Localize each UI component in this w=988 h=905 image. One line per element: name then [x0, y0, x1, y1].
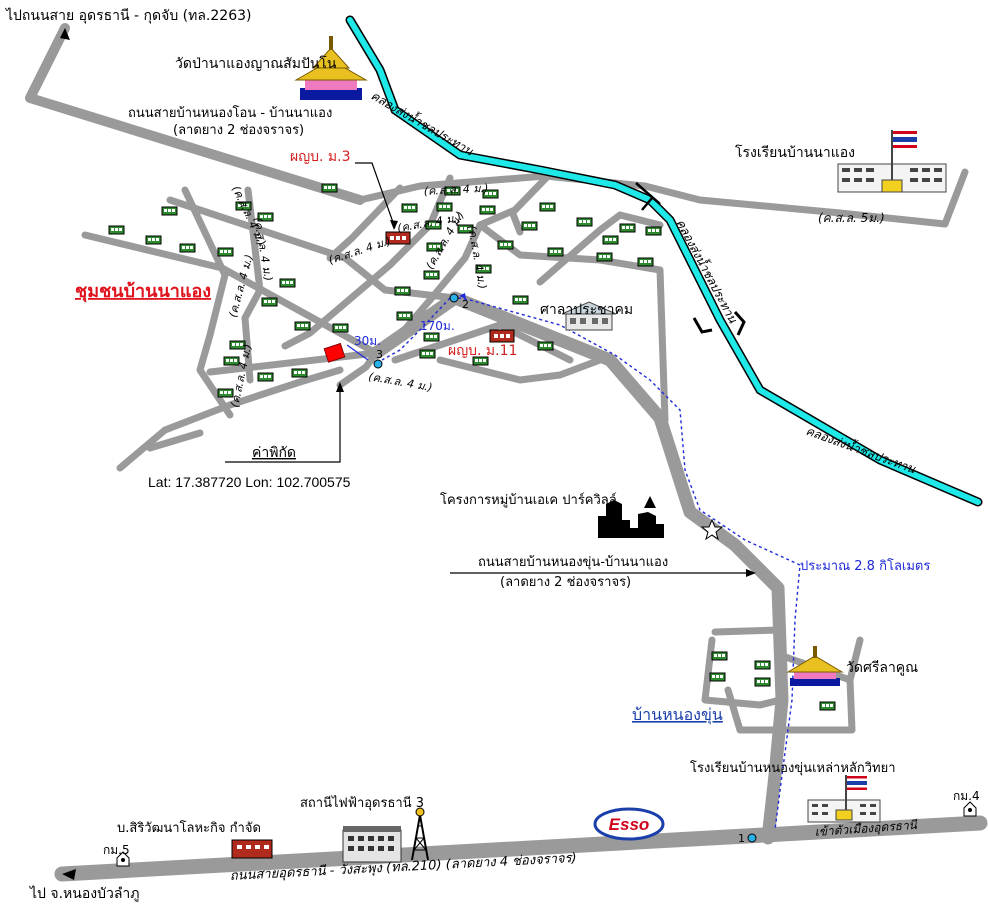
thai-flag-icon: [847, 776, 867, 790]
arrowhead: [62, 869, 76, 880]
substation-building-icon: [342, 826, 402, 863]
road-nongkhun-sub-label: (ลาดยาง 2 ช่องจราจร): [500, 575, 631, 590]
pointer-lines: [225, 162, 752, 574]
arrowhead: [60, 28, 70, 40]
distance-170m-label: 170ม.: [420, 319, 455, 333]
city-skyline-icon: [598, 496, 664, 538]
nongkhun-label: บ้านหนองขุ่น: [632, 705, 723, 725]
point-marker-2: 2: [449, 293, 469, 311]
soi-5m-label: (ค.ส.ล. 5ม.): [818, 211, 885, 225]
community-hall-icon: [561, 301, 617, 331]
road-nongon-label: ถนนสายบ้านหนองโอน - บ้านนาแอง: [128, 105, 332, 121]
km-post-icon: [963, 801, 977, 817]
school-icon: [807, 775, 881, 823]
road-nongkhun-label: ถนนสายบ้านหนองขุ่น-บ้านนาแอง: [478, 555, 668, 570]
km4-label: กม.4: [953, 789, 980, 803]
esso-logo-text: Esso: [609, 815, 650, 834]
distance-arrow: [346, 344, 369, 361]
km-post-icon: [116, 851, 130, 867]
transmission-tower-icon: [411, 807, 429, 861]
company-label: บ.สิริวัฒนาโลหะกิจ กำจัด: [117, 820, 261, 836]
soi-label: (ค.ส.ล. 4 ม.): [423, 182, 488, 198]
esso-logo: Esso: [593, 807, 665, 841]
school-nongkhun-label: โรงเรียนบ้านหนองขุ่นเหล่าหลักวิทยา: [690, 760, 896, 776]
school-icon: [837, 130, 947, 193]
star-marker-icon: [700, 518, 724, 541]
marker-3-label: 3: [376, 348, 383, 361]
headman-m3-label: ผญบ. ม.3: [290, 149, 351, 165]
canal-label: คลองส่งน้ำชลประทาน: [673, 216, 742, 326]
community-label: ชุมชนบ้านนาแอง: [75, 281, 211, 303]
arrowhead: [746, 569, 756, 577]
road-nongon-sub-label: (ลาดยาง 2 ช่องจราจร): [173, 123, 304, 138]
temple-nayang-label: วัดป่านาแองญาณสัมปันโน: [175, 55, 337, 72]
coord-text: Lat: 17.387720 Lon: 102.700575: [148, 474, 351, 490]
arrowhead: [336, 382, 344, 392]
marker-2-label: 2: [462, 298, 469, 311]
ek-project-label: โครงการหมู่บ้านเอเค ปาร์ควิลล์: [440, 492, 617, 508]
coord-title: ค่าพิกัด: [252, 445, 296, 461]
thai-flag-icon: [893, 131, 917, 148]
km5-label: กม.5: [103, 843, 130, 857]
target-location-marker: [323, 342, 346, 363]
headman-m11-house-icon: [489, 329, 515, 343]
canal-label: คลองส่งน้ำชลประทาน: [804, 422, 919, 477]
headman-m11-label: ผญบ. ม.11: [448, 343, 517, 359]
marker-1-label: 1: [738, 832, 745, 845]
temple-icon: [294, 36, 368, 100]
bottom-destination-label: ไป จ.หนองบัวลำภู: [29, 885, 140, 902]
distance-30m-label: 30ม.: [354, 334, 381, 348]
point-marker-3: 3: [373, 348, 383, 369]
map-labels: ไปถนนสาย อุดรธานี - กุดจับ (ทล.2263) วัด…: [5, 7, 980, 902]
soi-label: (ค.ส.ล. 4 ม.): [367, 370, 433, 394]
point-marker-1: 1: [738, 832, 757, 845]
substation-label: สถานีไฟฟ้าอุดรธานี 3: [300, 795, 424, 811]
headman-m3-house-icon: [385, 231, 411, 245]
hall-label: ศาลาประชาคม: [540, 302, 633, 318]
canal-label: คลองส่งน้ำชลประทาน: [369, 87, 478, 159]
school-naeng-label: โรงเรียนบ้านนาแอง: [735, 144, 855, 161]
temple-icon: [786, 646, 844, 686]
irrigation-canal: [345, 15, 983, 507]
arrowhead: [390, 220, 398, 230]
temple-srila-label: วัดศรีลาคูณ: [846, 660, 918, 676]
factory-icon: [231, 839, 273, 859]
soi-label: (ค.ส.ล. 4 ม.): [327, 235, 392, 267]
distance-label: ประมาณ 2.8 กิโลเมตร: [800, 558, 930, 574]
top-road-label: ไปถนนสาย อุดรธานี - กุดจับ (ทล.2263): [5, 7, 251, 24]
